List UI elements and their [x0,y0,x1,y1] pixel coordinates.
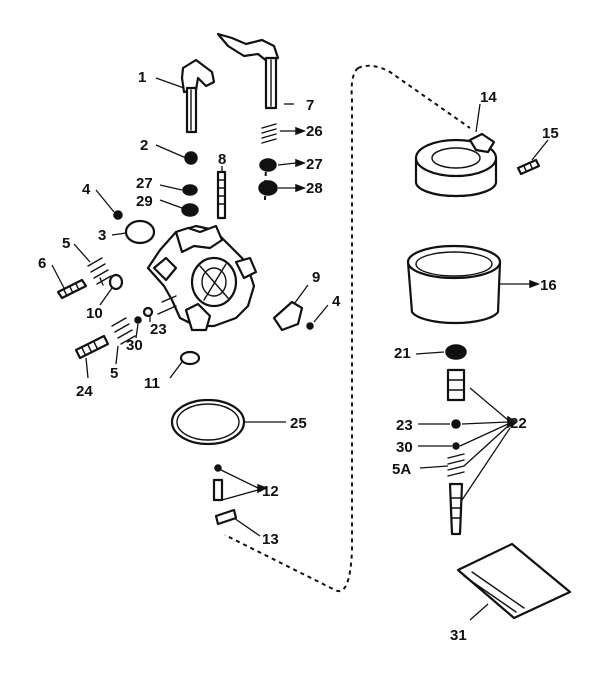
callout-23-right: 23 [396,417,413,434]
main-needle-spring [111,317,136,345]
callout-4-left: 4 [82,181,91,198]
callout-3: 3 [98,227,106,244]
repair-kit-package [456,542,572,620]
callout-15: 15 [542,125,559,142]
drain-washer [214,464,222,472]
callout-5A: 5A [392,461,411,478]
float-bowl-gasket-inner [176,403,240,441]
bowl-nut-washer [445,344,467,360]
jet-o-ring [451,419,461,429]
callout-5-lower: 5 [110,365,118,382]
callout-labels: 1 2 3 4 4 5 5 5A 6 7 8 9 10 11 12 13 14 … [38,69,559,644]
callout-23-left: 23 [150,321,167,338]
needle-o-ring [108,273,124,291]
callout-7: 7 [306,97,314,114]
choke-seal [259,158,277,172]
throttle-plate-screw-left [113,210,123,220]
idle-pin [216,170,227,220]
leader-arrowheads [257,126,541,494]
float [414,132,498,198]
callout-31: 31 [450,627,467,644]
bowl-nut [446,368,466,402]
throttle-dust-seal [181,203,199,217]
callout-30-right: 30 [396,439,413,456]
callout-8: 8 [218,151,226,168]
jet-washer [452,442,460,450]
callout-24: 24 [76,383,93,400]
callout-10: 10 [86,305,103,322]
callout-14: 14 [480,89,497,106]
throttle-shaft [180,58,216,134]
throttle-washer [184,151,198,165]
callout-13: 13 [262,531,279,548]
float-shaft [516,158,541,176]
float-bowl-gasket [170,398,246,446]
choke-spring [261,123,277,144]
callout-27-right: 27 [306,156,323,173]
callout-6: 6 [38,255,46,272]
leader-lines [51,77,549,621]
callout-2: 2 [140,137,148,154]
callout-12: 12 [262,483,279,500]
callout-30-left: 30 [126,337,143,354]
callout-5-upper: 5 [62,235,70,252]
callout-16: 16 [540,277,557,294]
choke-plate [272,300,304,332]
callout-1: 1 [138,69,146,86]
drain-screw [214,508,238,526]
main-needle [74,334,110,360]
inlet-needle-seat [179,350,201,366]
drain-valve [212,478,224,502]
main-jet-needle [448,482,464,536]
idle-mixture-spring [87,257,112,286]
callout-21: 21 [394,345,411,362]
throttle-plate-gasket [124,219,156,245]
jet-spring [447,453,465,477]
choke-plate-screw [306,322,314,330]
main-needle-washer [134,316,142,324]
carburetor-body [146,224,258,332]
float-bowl [406,244,502,325]
callout-22: 22 [510,415,527,432]
choke-shaft [216,32,280,110]
callout-11: 11 [144,375,160,392]
callout-4-right: 4 [332,293,341,310]
callout-25: 25 [290,415,307,432]
idle-mixture-needle [56,278,88,300]
callout-26: 26 [306,123,323,140]
callout-9: 9 [312,269,320,286]
throttle-seal [182,184,198,196]
callout-28: 28 [306,180,323,197]
callout-29: 29 [136,193,153,210]
main-needle-o-ring [142,306,154,318]
choke-dust-seal [258,180,278,196]
callout-27-left: 27 [136,175,153,192]
